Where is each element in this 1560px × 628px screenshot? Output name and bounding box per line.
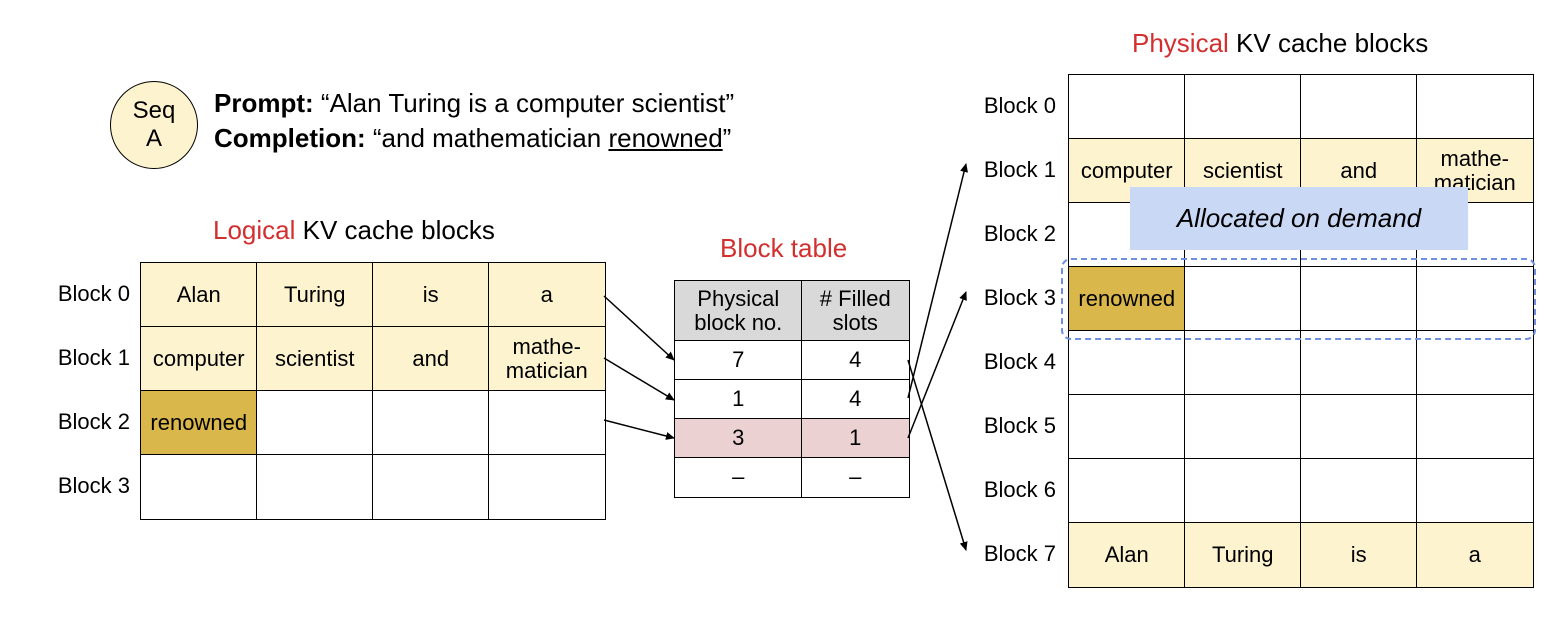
physical-row-label: Block 0	[983, 93, 1056, 118]
physical-row-label: Block 4	[983, 349, 1056, 374]
sequence-badge: Seq A	[110, 81, 198, 169]
sequence-badge-line-1: Seq	[132, 97, 176, 124]
arrow-logical-1-to-table	[603, 357, 675, 401]
physical-title-rest: KV cache blocks	[1228, 28, 1429, 58]
physical-token-cell	[1416, 330, 1534, 396]
physical-token-cell	[1184, 458, 1302, 524]
physical-token-cell: a	[1416, 522, 1534, 588]
physical-token-cell	[1184, 266, 1302, 332]
completion-text-open: “and mathematician	[372, 123, 609, 153]
physical-row-label: Block 3	[983, 285, 1056, 310]
prompt-text: “Alan Turing is a computer scientist”	[320, 88, 735, 118]
logical-token-cell: mathe- matician	[488, 326, 606, 392]
physical-blocks-title: Physical KV cache blocks	[1132, 28, 1428, 58]
physical-token-cell	[1300, 458, 1418, 524]
allocated-on-demand-banner: Allocated on demand	[1130, 187, 1468, 250]
logical-token-cell	[256, 454, 374, 520]
sequence-badge-line-2: A	[145, 125, 162, 152]
physical-token-cell: Turing	[1184, 522, 1302, 588]
arrow-table-to-physical-3	[907, 291, 967, 439]
logical-row-label: Block 1	[57, 345, 130, 370]
prompt-line: Prompt: “Alan Turing is a computer scien…	[214, 87, 734, 119]
completion-line: Completion: “and mathematician renowned”	[214, 122, 731, 154]
block-table-cell: 1	[674, 379, 803, 420]
block-table-header: Physical block no.	[674, 280, 803, 342]
completion-text-close: ”	[722, 123, 732, 153]
physical-token-cell	[1300, 266, 1418, 332]
physical-token-cell	[1184, 330, 1302, 396]
block-table-cell: 7	[674, 340, 803, 381]
logical-token-cell	[140, 454, 258, 520]
physical-row-label: Block 7	[983, 541, 1056, 566]
physical-row-label: Block 2	[983, 221, 1056, 246]
logical-token-cell: is	[372, 262, 490, 328]
physical-row-label: Block 1	[983, 157, 1056, 182]
physical-token-cell: is	[1300, 522, 1418, 588]
allocated-block-outline	[1061, 258, 1536, 340]
block-table-cell: 4	[801, 379, 910, 420]
physical-row-label: Block 6	[983, 477, 1056, 502]
logical-token-cell: Turing	[256, 262, 374, 328]
physical-token-cell	[1300, 74, 1418, 140]
physical-row-label: Block 5	[983, 413, 1056, 438]
logical-token-cell	[488, 454, 606, 520]
logical-token-cell: a	[488, 262, 606, 328]
block-table-cell: 1	[801, 418, 910, 459]
arrow-logical-0-to-table	[603, 295, 675, 361]
physical-token-cell	[1300, 394, 1418, 460]
logical-token-cell	[256, 390, 374, 456]
completion-label: Completion:	[214, 123, 366, 153]
physical-token-cell	[1068, 74, 1186, 140]
completion-new-token: renowned	[608, 123, 723, 153]
prompt-label: Prompt:	[214, 88, 314, 118]
block-table-header: # Filled slots	[801, 280, 910, 342]
logical-token-cell	[488, 390, 606, 456]
logical-blocks-title: Logical KV cache blocks	[213, 215, 495, 245]
logical-title-rest: KV cache blocks	[295, 215, 495, 245]
physical-token-cell	[1416, 74, 1534, 140]
physical-token-cell	[1416, 266, 1534, 332]
block-table-title: Block table	[720, 233, 848, 263]
arrow-table-to-physical-7	[907, 359, 968, 551]
physical-title-highlight: Physical	[1132, 28, 1229, 58]
logical-token-cell: renowned	[140, 390, 258, 456]
arrow-logical-2-to-table	[603, 419, 675, 440]
physical-token-cell: Alan	[1068, 522, 1186, 588]
logical-token-cell: and	[372, 326, 490, 392]
logical-row-label: Block 3	[57, 473, 130, 498]
logical-token-cell: Alan	[140, 262, 258, 328]
block-table-cell: –	[801, 457, 910, 498]
block-table-cell: –	[674, 457, 803, 498]
logical-row-label: Block 2	[57, 409, 130, 434]
physical-token-cell	[1184, 394, 1302, 460]
logical-row-label: Block 0	[57, 281, 130, 306]
logical-title-highlight: Logical	[213, 215, 296, 245]
arrow-table-to-physical-1	[907, 163, 968, 399]
